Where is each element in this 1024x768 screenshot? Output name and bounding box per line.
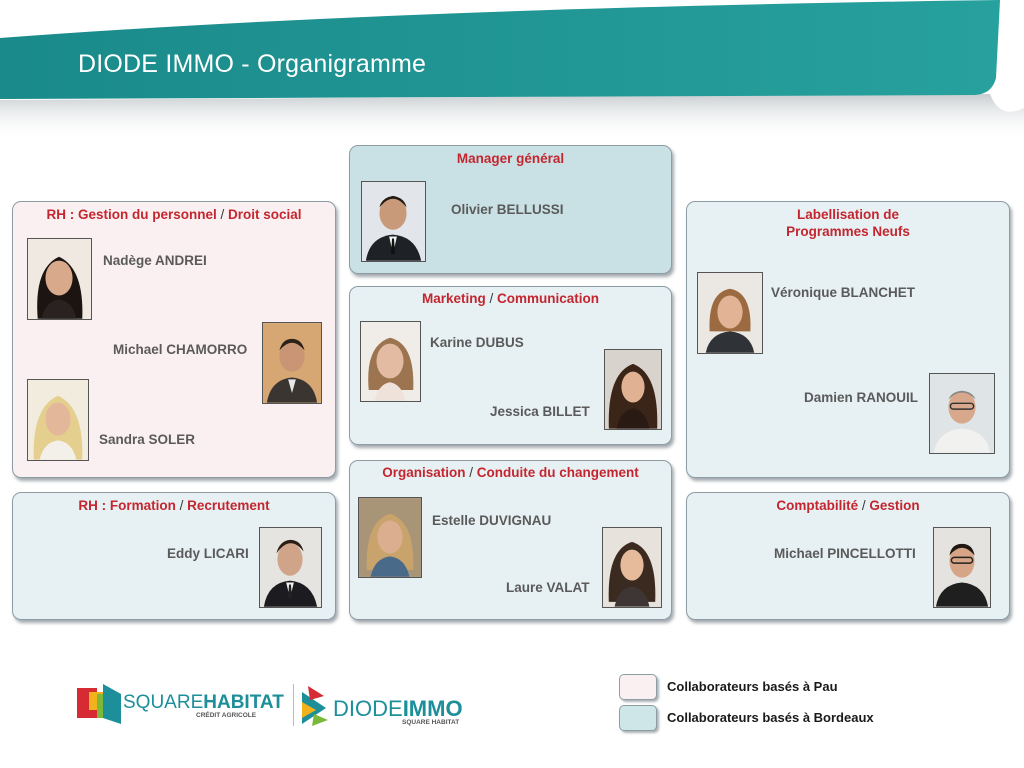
comptabilite-box-title: Comptabilité / Gestion bbox=[776, 498, 920, 513]
rh-formation-box-title: RH : Formation / Recrutement bbox=[78, 498, 270, 513]
legend-label-bordeaux: Collaborateurs basés à Bordeaux bbox=[667, 710, 874, 725]
name-olivier-bellussi: Olivier BELLUSSI bbox=[451, 202, 564, 217]
name-damien-ranouil: Damien RANOUIL bbox=[804, 390, 919, 405]
page-title: DIODE IMMO - Organigramme bbox=[78, 50, 427, 78]
organisation-box-title: Organisation / Conduite du changement bbox=[382, 465, 639, 480]
manager-box-title: Manager général bbox=[456, 151, 565, 166]
photo-nadege-andrei bbox=[27, 238, 92, 320]
name-jessica-billet: Jessica BILLET bbox=[490, 404, 590, 419]
legend-label-pau: Collaborateurs basés à Pau bbox=[667, 679, 838, 694]
photo-sandra-soler bbox=[27, 379, 89, 461]
photo-veronique-blanchet bbox=[697, 272, 763, 354]
name-sandra-soler: Sandra SOLER bbox=[99, 432, 196, 447]
header-banner bbox=[0, 0, 1024, 140]
photo-olivier-bellussi bbox=[361, 181, 426, 262]
name-veronique-blanchet: Véronique BLANCHET bbox=[771, 285, 916, 300]
photo-michael-chamorro bbox=[262, 322, 322, 404]
square-habitat-logo-text: SQUAREHABITAT bbox=[123, 692, 284, 713]
marketing-box-title: Marketing / Communication bbox=[421, 291, 600, 306]
logo-divider bbox=[293, 684, 294, 726]
diode-immo-logo-subtitle: SQUARE HABITAT bbox=[402, 719, 460, 726]
legend-swatch-bordeaux bbox=[619, 705, 657, 731]
name-karine-dubus: Karine DUBUS bbox=[430, 335, 524, 350]
photo-laure-valat bbox=[602, 527, 662, 608]
legend-swatch-pau bbox=[619, 674, 657, 700]
photo-damien-ranouil bbox=[929, 373, 995, 454]
photo-michael-pincellotti bbox=[933, 527, 991, 608]
square-habitat-logo-mark bbox=[77, 684, 121, 724]
labellisation-box-title-line2: Programmes Neufs bbox=[786, 224, 910, 239]
name-eddy-licari: Eddy LICARI bbox=[167, 546, 249, 561]
square-habitat-logo-subtitle: CRÉDIT AGRICOLE bbox=[196, 712, 257, 719]
diode-immo-logo-mark bbox=[302, 686, 328, 726]
rh-social-box-title: RH : Gestion du personnel / Droit social bbox=[46, 207, 302, 222]
name-nadege-andrei: Nadège ANDREI bbox=[103, 253, 207, 268]
photo-karine-dubus bbox=[360, 321, 421, 402]
name-michael-chamorro: Michael CHAMORRO bbox=[113, 342, 248, 357]
photo-eddy-licari bbox=[259, 527, 322, 608]
name-michael-pincellotti: Michael PINCELLOTTI bbox=[774, 546, 916, 561]
diode-immo-logo-text: DIODEIMMO bbox=[333, 696, 463, 721]
name-laure-valat: Laure VALAT bbox=[506, 580, 590, 595]
labellisation-box-title-line1: Labellisation de bbox=[796, 207, 900, 222]
photo-estelle-duvignau bbox=[358, 497, 422, 578]
name-estelle-duvignau: Estelle DUVIGNAU bbox=[432, 513, 552, 528]
photo-jessica-billet bbox=[604, 349, 662, 430]
